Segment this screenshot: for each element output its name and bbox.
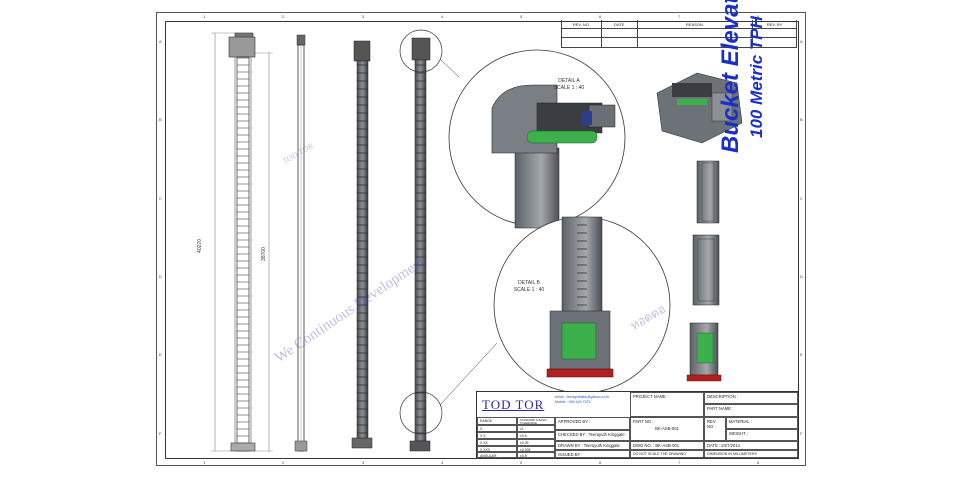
- tol-row-value: ±0.005: [517, 446, 555, 452]
- zone-col-6: 6: [599, 14, 602, 19]
- drawing-sheet: 1 2 3 4 5 6 7 8 1 2 3 4 5 6 7 8 A B C D …: [156, 0, 806, 466]
- description: DESCRIPTION :: [704, 392, 798, 404]
- part-no-value: BK-ASB-001: [655, 426, 679, 432]
- drawing-frame: [165, 21, 799, 459]
- dim-overall: 40270: [196, 239, 203, 253]
- detail-a-view: [448, 49, 626, 229]
- boot-section: [686, 322, 722, 382]
- zone-row-a: A: [159, 39, 162, 44]
- date: DATE : 24/7/2014: [704, 441, 798, 450]
- zone-row-e-right: E: [800, 352, 803, 357]
- zone-row-c-right: C: [800, 196, 803, 201]
- zone-row-f-right: F: [800, 431, 803, 436]
- tol-row: X.X: [477, 432, 517, 439]
- detail-b-callout: [399, 391, 443, 435]
- detail-a-title: DETAIL A: [558, 78, 580, 84]
- material: MATERIAL :: [726, 417, 798, 429]
- tol-row-value: ±1: [517, 425, 555, 432]
- zone-col-7: 7: [678, 14, 681, 19]
- drawing-title: Bucket Elevator: [717, 0, 745, 153]
- checked-by: CHECKED BY : Teerayuth Kinggate: [555, 430, 630, 441]
- rev-reason-header: REASON.: [638, 20, 754, 28]
- title-sub: 100 Metric TPH: [747, 16, 766, 138]
- detail-a-scale: SCALE 1 : 40: [553, 85, 585, 91]
- zone-col-7-bottom: 7: [678, 460, 681, 465]
- zone-col-1-bottom: 1: [203, 460, 206, 465]
- company-name: TOD TOR: [482, 397, 545, 412]
- zone-col-4: 4: [441, 14, 444, 19]
- tol-row-value: ±0.5: [517, 452, 555, 458]
- tol-row: X.XX: [477, 439, 517, 446]
- elevator-drawing: [211, 29, 743, 452]
- contact-email: email : teerayuthkkk@yahoo.co.th: [555, 395, 610, 399]
- part-name: PART NAME :: [704, 404, 798, 417]
- title-main: Bucket Elevator: [717, 0, 744, 153]
- zone-col-6-bottom: 6: [599, 460, 602, 465]
- tol-row: ANGULAR: [477, 452, 517, 458]
- dwg-no: DWG NO. : BK-ASB-001: [630, 441, 704, 450]
- head-section-iso: [656, 72, 743, 144]
- title-block: TOD TOR email : teerayuthkkk@yahoo.co.th…: [476, 391, 798, 458]
- front-elevation-view: [211, 32, 273, 452]
- tol-standard-header: STANDARD & BASIC TOLERANCE: [517, 417, 555, 425]
- part-no-cell: PART NO : BK-ASB-001: [630, 417, 704, 441]
- zone-col-1: 1: [203, 14, 206, 19]
- detail-b-scale: SCALE 1 : 40: [513, 287, 545, 293]
- weight: WEIGHT :: [726, 429, 798, 441]
- dim-inner: 38700: [260, 247, 267, 261]
- project-name: PROJECT NAME :: [630, 392, 704, 417]
- approved-by: APPROVED BY :: [555, 417, 630, 430]
- zone-row-e: E: [159, 352, 162, 357]
- zone-row-b-right: B: [800, 117, 803, 122]
- detail-a-callout: [399, 29, 443, 73]
- rev-date-header: DATE: [602, 20, 638, 28]
- zone-col-5: 5: [520, 14, 523, 19]
- revision-table: REV. NO. DATE REASON. REV. BY: [561, 20, 797, 48]
- contact-info: email : teerayuthkkk@yahoo.co.th Mobile …: [555, 395, 625, 406]
- detail-b-title: DETAIL B: [518, 280, 540, 286]
- zone-col-2: 2: [282, 14, 285, 19]
- part-no-label: PART NO :: [633, 419, 654, 424]
- drawn-by: DRAWN BY : Teerayuth Kinggate: [555, 441, 630, 450]
- zone-col-8: 8: [757, 14, 760, 19]
- zone-col-8-bottom: 8: [757, 460, 760, 465]
- zone-col-2-bottom: 2: [282, 460, 285, 465]
- tol-range-header: RANGE: [477, 417, 517, 425]
- zone-row-d-right: D: [800, 274, 803, 279]
- iso-view-2: [399, 29, 498, 452]
- tol-row: X: [477, 425, 517, 432]
- company-logo: TOD TOR: [478, 393, 553, 417]
- zone-col-4-bottom: 4: [441, 460, 444, 465]
- issued-by: ISSUED BY :: [555, 450, 630, 458]
- zone-col-3: 3: [362, 14, 365, 19]
- zone-row-f: F: [159, 431, 162, 436]
- detail-b-label: DETAIL B SCALE 1 : 40: [509, 280, 549, 294]
- zone-col-5-bottom: 5: [520, 460, 523, 465]
- trunk-section-1: [696, 160, 720, 224]
- detail-a-label: DETAIL A SCALE 1 : 40: [549, 78, 589, 92]
- trunk-section-2: [692, 234, 720, 306]
- tol-row: X.XXX: [477, 446, 517, 452]
- rev-no-header: REV. NO.: [562, 20, 602, 28]
- zone-row-c: C: [159, 196, 162, 201]
- zone-row-d: D: [159, 274, 162, 279]
- detail-b-view: [493, 216, 671, 394]
- dimension-note: DIMENSION IN MILLIMETERS: [704, 450, 798, 458]
- zone-col-3-bottom: 3: [362, 460, 365, 465]
- zone-row-b: B: [159, 117, 162, 122]
- contact-mobile: Mobile : 094 424 7570: [555, 400, 591, 405]
- no-scale-note: DO NOT SCALE THE DRAWING: [630, 450, 704, 458]
- rev-by-header: REV. BY: [753, 20, 797, 28]
- drawing-subtitle: 100 Metric TPH: [747, 16, 767, 138]
- iso-view-1: [351, 40, 373, 449]
- rev-no: REV NO :: [704, 417, 726, 441]
- tol-row-value: ±0.5: [517, 432, 555, 439]
- zone-row-a-right: A: [800, 39, 803, 44]
- tol-row-value: ±0.05: [517, 439, 555, 446]
- side-elevation-view: [294, 34, 308, 452]
